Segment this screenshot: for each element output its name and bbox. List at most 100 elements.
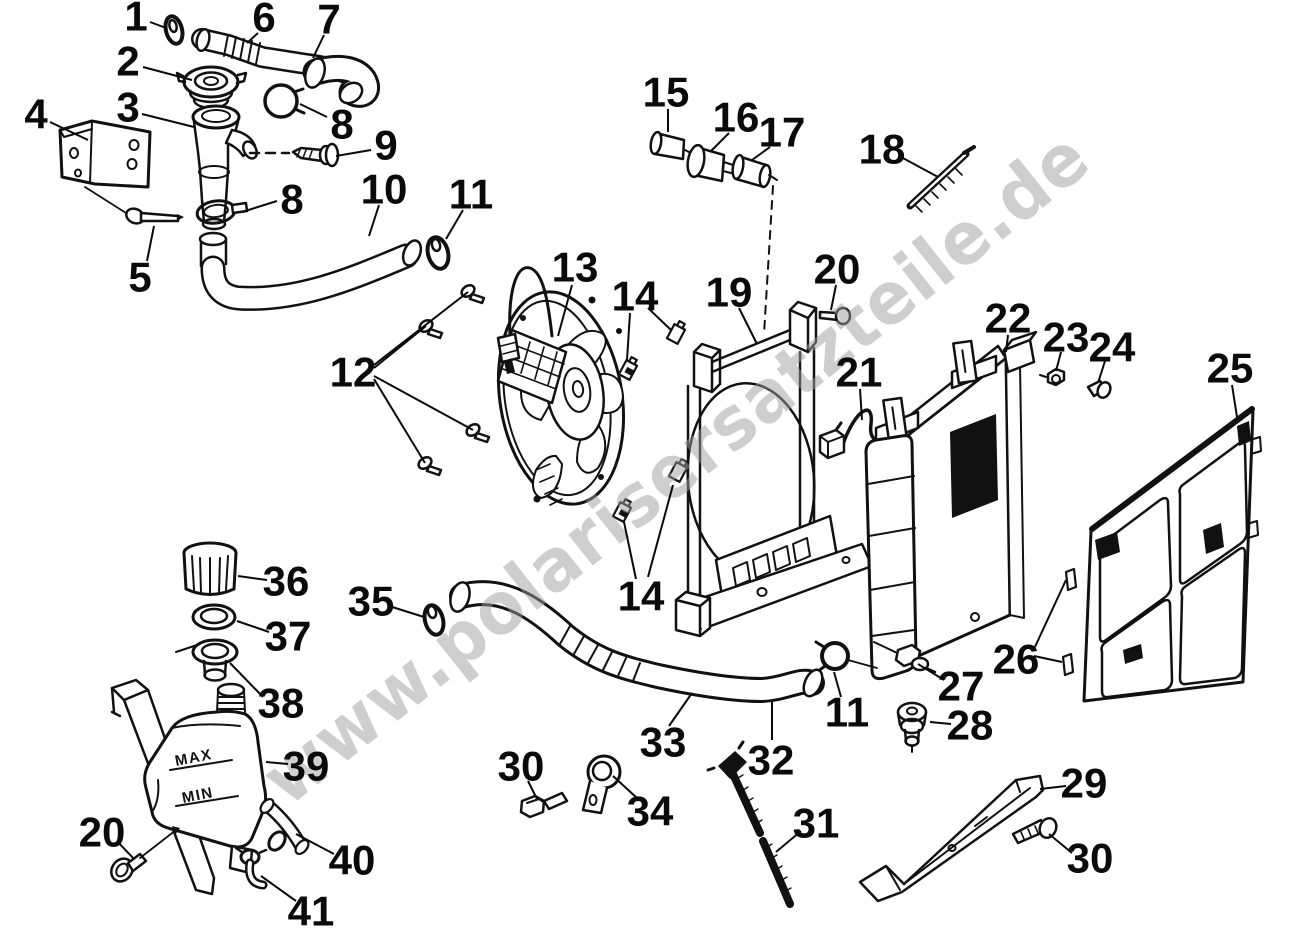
grommet-38-illustration xyxy=(191,638,239,682)
callout-label-15: 15 xyxy=(643,69,690,116)
callout-leader-41 xyxy=(260,875,297,902)
callout-label-34: 34 xyxy=(627,788,674,835)
callout-label-30: 30 xyxy=(498,743,545,790)
callout-leader-30 xyxy=(1048,833,1073,854)
rod-31-32-illustration xyxy=(706,740,794,908)
callout-leader-2 xyxy=(142,66,193,81)
hose-6-7-illustration xyxy=(191,27,380,108)
elbow-41-illustration xyxy=(234,846,268,890)
clamp-35-illustration xyxy=(422,603,446,637)
screws-12-illustration xyxy=(417,284,491,477)
callout-leader-11 xyxy=(445,209,464,240)
callout-leader-29 xyxy=(1039,785,1067,790)
screw-30b-illustration xyxy=(1011,817,1058,845)
callout-leader-4 xyxy=(49,121,89,141)
callout-label-20: 20 xyxy=(814,246,861,293)
callout-leader-3 xyxy=(141,113,195,128)
callout-label-4: 4 xyxy=(24,91,48,138)
callout-leader-30 xyxy=(527,780,538,800)
callout-label-12: 12 xyxy=(330,349,377,396)
callout-label-3: 3 xyxy=(116,84,139,131)
callout-label-24: 24 xyxy=(1089,324,1136,371)
rod-18-illustration xyxy=(906,145,976,213)
fan-shroud-19-illustration xyxy=(674,185,874,638)
callout-label-28: 28 xyxy=(947,702,994,749)
radiator-22-illustration xyxy=(864,330,1038,681)
reservoir-level-labels: MAX MIN xyxy=(174,746,216,807)
tabs-26-illustration xyxy=(1061,567,1078,677)
callout-leader-12 xyxy=(373,378,426,464)
callout-label-6: 6 xyxy=(252,0,275,41)
callout-label-26: 26 xyxy=(993,636,1040,683)
callout-label-35: 35 xyxy=(348,578,395,625)
callout-label-38: 38 xyxy=(258,680,305,727)
callout-label-39: 39 xyxy=(283,743,330,790)
callout-label-9: 9 xyxy=(374,122,397,169)
callout-leader-35 xyxy=(388,605,425,618)
callout-leader-37 xyxy=(236,620,270,633)
radiator-cap-2-illustration xyxy=(175,65,248,110)
callout-leader-12 xyxy=(373,291,469,366)
callout-leader-18 xyxy=(900,156,939,178)
callout-label-7: 7 xyxy=(317,0,340,43)
callout-leader-31 xyxy=(775,830,802,853)
fitting-9-illustration xyxy=(248,142,340,168)
callout-label-11: 11 xyxy=(449,171,493,218)
callout-leader-14 xyxy=(647,484,674,578)
callout-leader-19 xyxy=(738,307,758,345)
bracket-4-illustration xyxy=(58,119,152,189)
callout-leader-8 xyxy=(299,103,328,118)
callout-label-36: 36 xyxy=(263,558,310,605)
callout-label-8: 8 xyxy=(280,176,303,223)
callout-leader-21 xyxy=(859,388,863,421)
min-level-label: MIN xyxy=(181,784,216,807)
callout-leader-20 xyxy=(116,840,135,860)
callout-label-31: 31 xyxy=(793,800,840,847)
hose-10-illustration xyxy=(198,231,423,311)
callout-leader-9 xyxy=(335,149,372,157)
nut-23-illustration xyxy=(1039,367,1066,387)
clamp-8b-illustration xyxy=(195,199,249,225)
callout-leader-38 xyxy=(229,662,264,698)
callout-label-20: 20 xyxy=(79,809,126,856)
callout-label-23: 23 xyxy=(1043,314,1090,361)
callout-label-18: 18 xyxy=(859,126,906,173)
callout-label-33: 33 xyxy=(640,719,687,766)
callout-leader-33 xyxy=(668,692,693,727)
fan-13-illustration xyxy=(496,266,626,506)
callout-leader-12 xyxy=(373,325,427,369)
callout-leader-27 xyxy=(917,663,945,681)
callout-leader-24 xyxy=(1097,360,1106,384)
callout-label-14: 14 xyxy=(612,273,659,320)
callout-label-41: 41 xyxy=(288,888,335,935)
bolt-20b-illustration xyxy=(110,826,180,883)
drain-27-illustration xyxy=(894,643,937,674)
callout-label-13: 13 xyxy=(552,244,599,291)
callout-leader-8 xyxy=(241,200,278,213)
clamp-1-illustration xyxy=(163,14,185,46)
callout-leader-28 xyxy=(929,721,952,725)
callout-leader-40 xyxy=(295,833,335,855)
callout-label-10: 10 xyxy=(361,166,408,213)
screw-20a-illustration xyxy=(818,306,852,326)
callout-leader-16 xyxy=(709,132,730,153)
reservoir-39-illustration xyxy=(143,682,268,875)
callout-leader-5 xyxy=(146,225,155,262)
callout-leader-17 xyxy=(751,146,771,161)
callout-leader-6 xyxy=(246,32,259,44)
grille-25-illustration xyxy=(1082,406,1262,703)
callout-label-16: 16 xyxy=(713,94,760,141)
plug-28-illustration xyxy=(896,701,928,753)
clamp-11a-illustration xyxy=(425,235,451,271)
bushings-15-16-17-illustration xyxy=(649,130,778,189)
callout-leader-34 xyxy=(612,775,638,799)
callout-label-2: 2 xyxy=(116,38,139,85)
callout-leader-12 xyxy=(373,375,474,431)
clamp-11b-illustration xyxy=(814,640,878,674)
clips-14-illustration xyxy=(611,320,689,523)
callout-leader-22 xyxy=(1005,334,1009,353)
callout-label-5: 5 xyxy=(128,254,151,301)
callout-leader-14 xyxy=(626,312,631,361)
filler-neck-3-illustration xyxy=(191,104,259,231)
